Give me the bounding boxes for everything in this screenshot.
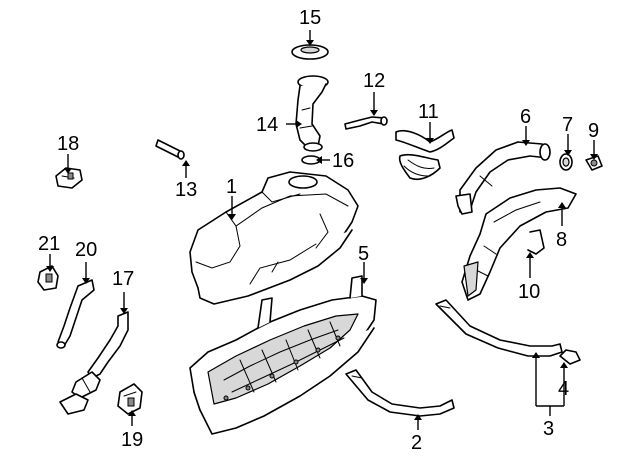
callout-17: 17 bbox=[112, 268, 134, 290]
callout-11: 11 bbox=[418, 101, 439, 123]
part-13-breather-hose bbox=[155, 139, 185, 160]
callout-6: 6 bbox=[520, 106, 531, 128]
part-15-cap-seal bbox=[291, 44, 329, 60]
callout-10: 10 bbox=[518, 281, 540, 303]
callout-14: 14 bbox=[256, 114, 278, 136]
arrowheads bbox=[46, 40, 598, 420]
callout-1: 1 bbox=[226, 176, 237, 198]
callout-8: 8 bbox=[556, 229, 567, 251]
part-12-hose bbox=[344, 116, 388, 130]
part-18-clip bbox=[55, 167, 83, 189]
callout-7: 7 bbox=[562, 114, 573, 136]
callout-9: 9 bbox=[588, 120, 599, 142]
part-7-grommet bbox=[559, 153, 573, 171]
part-10-hook bbox=[527, 229, 545, 255]
callout-13: 13 bbox=[175, 179, 197, 201]
callout-3: 3 bbox=[543, 418, 554, 440]
part-17-filler-hose bbox=[59, 311, 129, 415]
part-5-skid-plate bbox=[189, 275, 377, 435]
callout-2: 2 bbox=[411, 432, 422, 454]
callout-5: 5 bbox=[358, 243, 369, 265]
callout-16: 16 bbox=[332, 150, 354, 172]
part-3-strap bbox=[435, 299, 563, 357]
callout-20: 20 bbox=[75, 239, 97, 261]
part-14-filler-neck bbox=[295, 75, 329, 152]
part-11-vent-hose bbox=[395, 129, 455, 181]
callout-4: 4 bbox=[558, 378, 569, 400]
part-8-shield bbox=[461, 187, 577, 301]
part-6-filler-pipe bbox=[455, 141, 551, 215]
part-1-fuel-tank bbox=[189, 171, 359, 305]
part-21-clip bbox=[37, 265, 59, 291]
callout-18: 18 bbox=[57, 133, 79, 155]
part-4-clip bbox=[559, 349, 581, 365]
callout-15: 15 bbox=[299, 7, 321, 29]
part-2-strap bbox=[345, 369, 455, 417]
callout-19: 19 bbox=[121, 429, 143, 451]
callout-12: 12 bbox=[363, 70, 385, 92]
callout-21: 21 bbox=[38, 233, 60, 255]
part-20-hose bbox=[56, 279, 95, 349]
part-19-clamp bbox=[117, 383, 143, 415]
